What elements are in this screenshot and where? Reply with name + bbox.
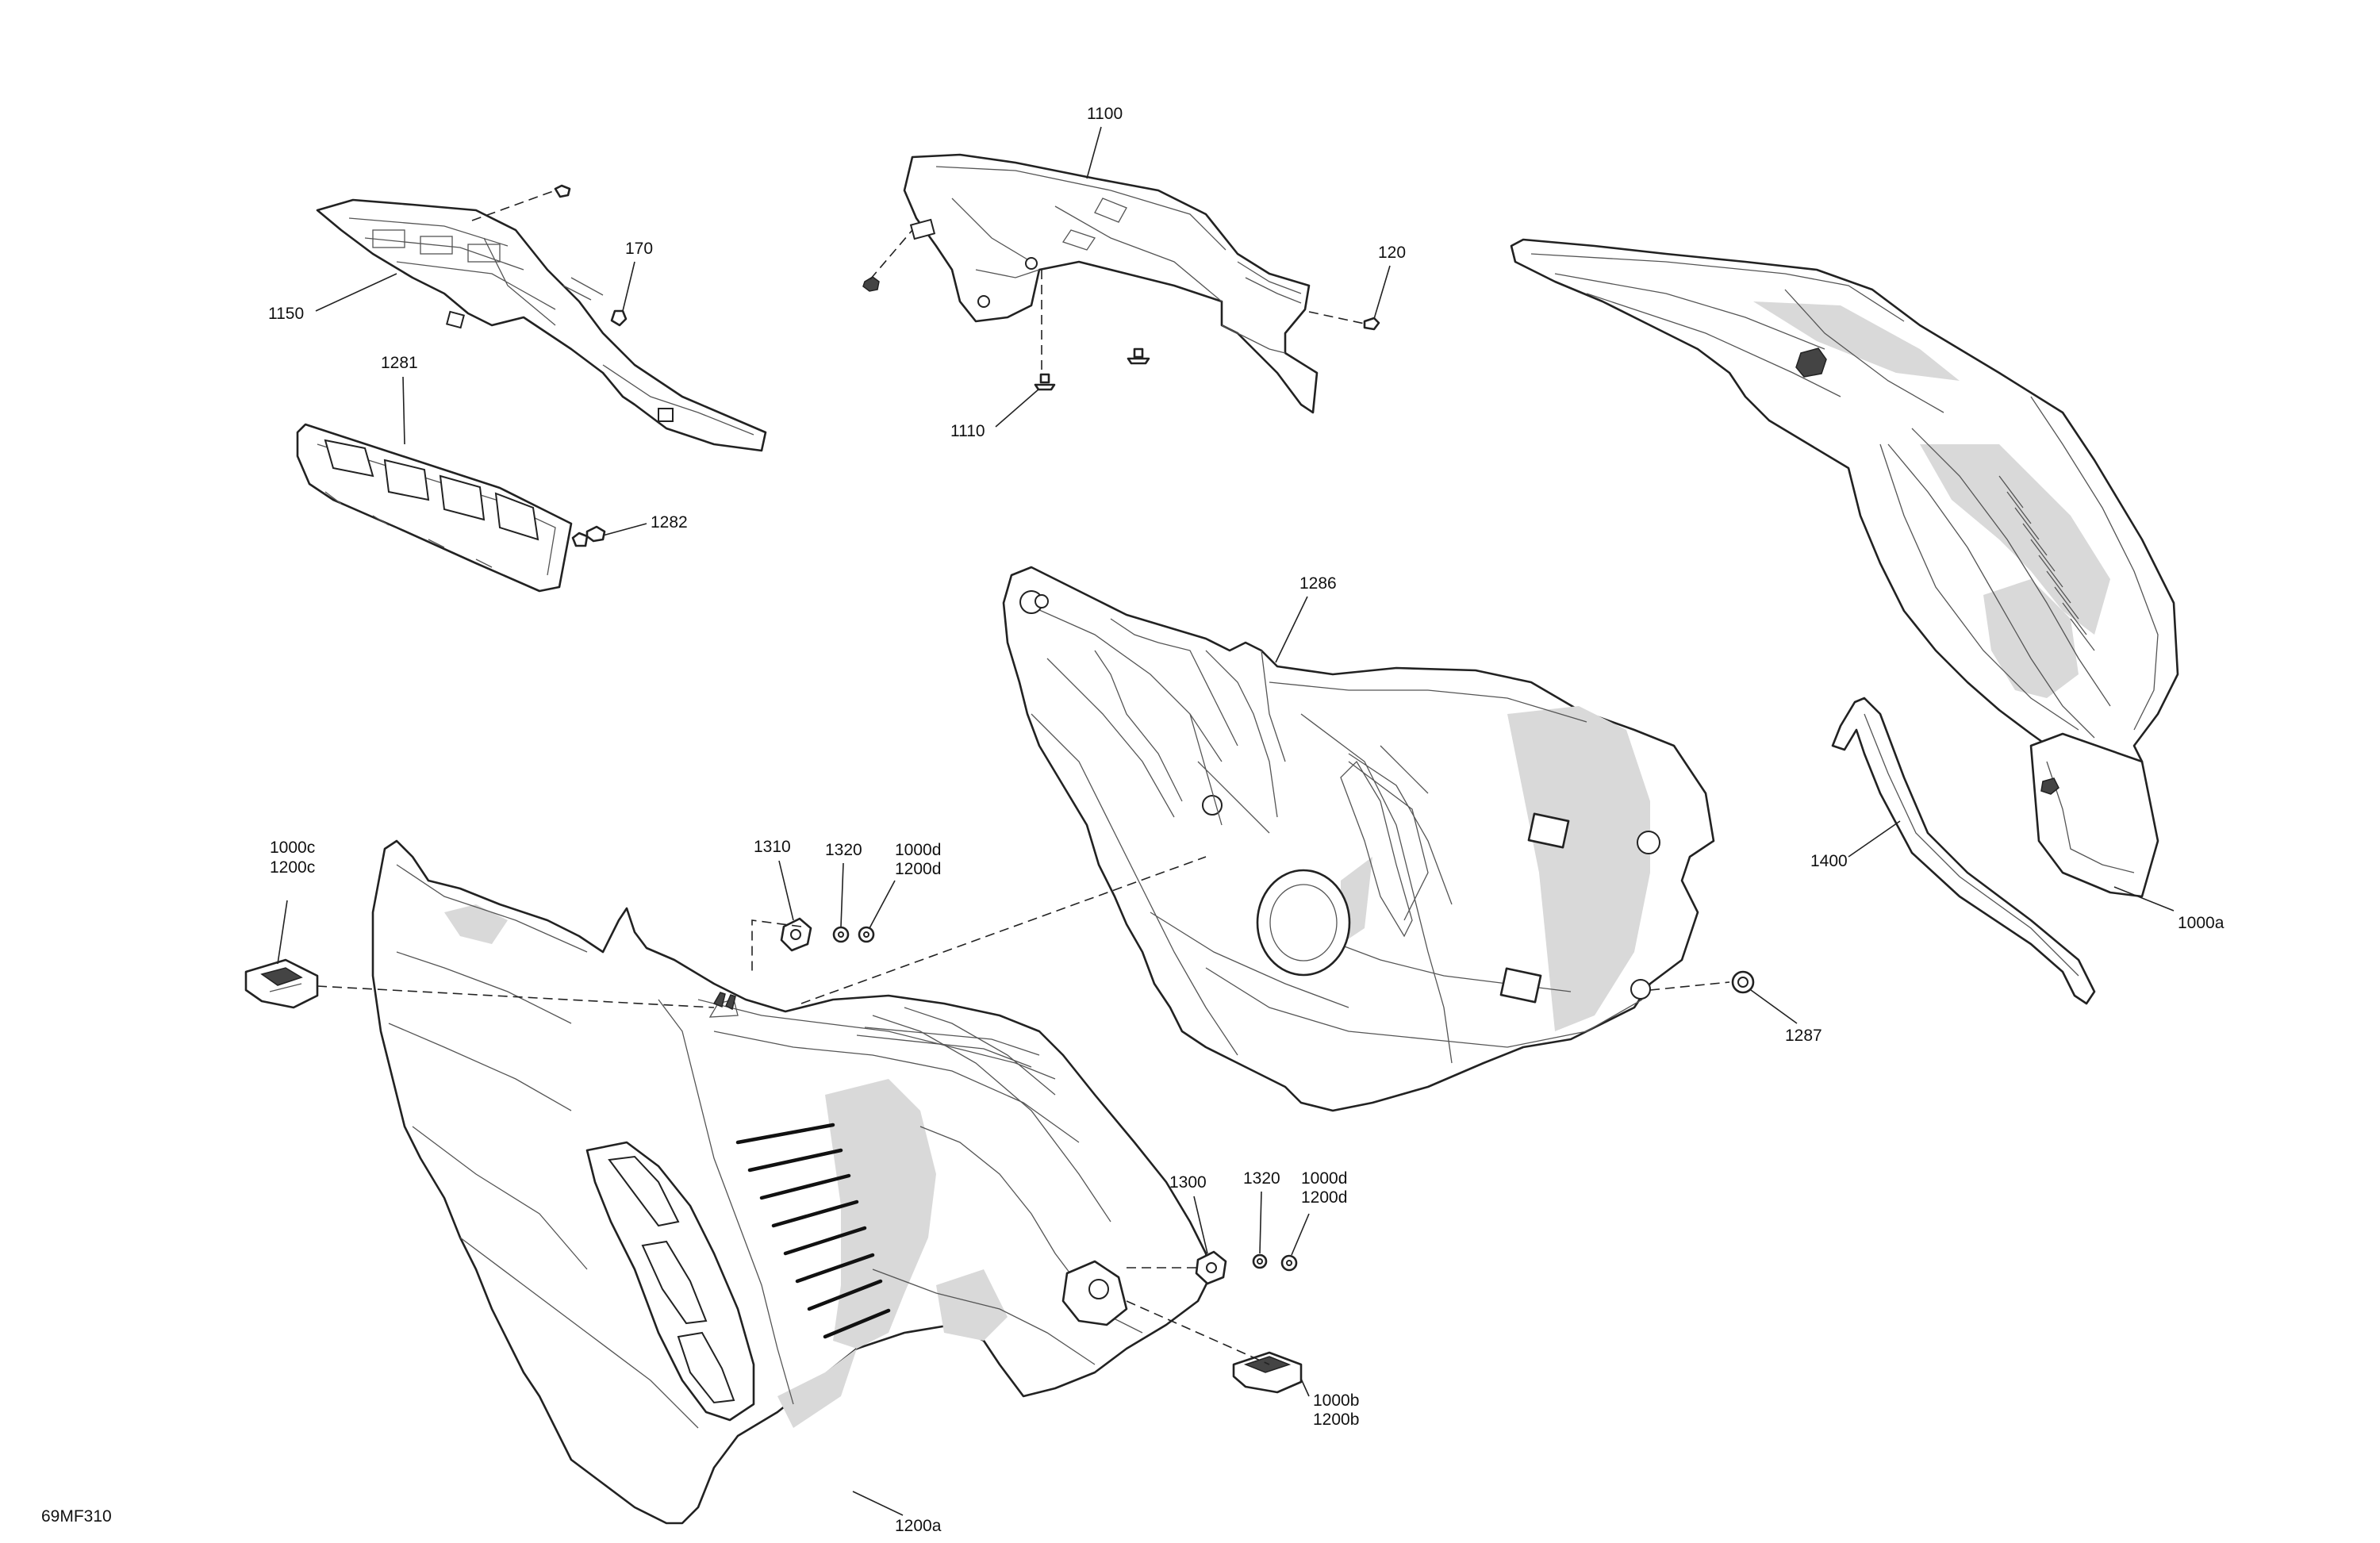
part-1300-nut	[1195, 1250, 1227, 1285]
callout-1200d-lower: 1200d	[1301, 1188, 1347, 1207]
callout-1200c: 1200c	[270, 858, 315, 877]
callout-120: 120	[1378, 244, 1406, 262]
part-1282-screw	[585, 525, 606, 543]
part-1400-trim-strip	[1831, 697, 2096, 1005]
callout-170: 170	[625, 240, 653, 258]
part-1000d-screw-a	[858, 926, 875, 943]
callout-1000a: 1000a	[2178, 914, 2225, 932]
screw-fasteners-1100	[862, 276, 1380, 391]
part-1320-washer-a	[832, 926, 850, 943]
part-1287-grommet	[1731, 970, 1755, 994]
part-1000a-right-side-panel	[1510, 238, 2179, 898]
callout-1400: 1400	[1810, 852, 1848, 870]
part-1000d-screw-b	[1280, 1254, 1298, 1272]
part-1100-upper-console	[903, 153, 1319, 414]
callout-1100: 1100	[1087, 105, 1123, 123]
part-1281-grille-insert	[296, 423, 573, 593]
callout-1150: 1150	[268, 305, 304, 323]
callouts: 1100 1150 170 120 1110 1281 1282 1286 12…	[268, 105, 2225, 1535]
callout-1200d-upper: 1200d	[895, 860, 941, 878]
callout-1200b: 1200b	[1313, 1411, 1359, 1429]
callout-1000c: 1000c	[270, 839, 315, 857]
part-1286-inner-panel	[1002, 566, 1715, 1112]
callout-1300: 1300	[1169, 1173, 1207, 1192]
callout-1320-upper: 1320	[825, 841, 862, 859]
part-1310-nut	[780, 917, 812, 952]
assembly-dashed-lines	[317, 190, 1730, 1365]
part-1000b-clip	[1232, 1351, 1303, 1394]
drawing-code: 69MF310	[41, 1507, 112, 1526]
part-1200a-front-left-panel	[371, 839, 1211, 1525]
callout-1310: 1310	[754, 838, 791, 856]
callout-1200a: 1200a	[895, 1517, 942, 1535]
callout-1287: 1287	[1785, 1027, 1822, 1045]
part-1320-washer-b	[1252, 1253, 1268, 1269]
callout-1282: 1282	[651, 513, 688, 532]
fasteners-1150	[554, 184, 628, 547]
part-1000c-clip	[244, 958, 319, 1009]
part-1150-upper-bracket	[316, 198, 767, 452]
callout-1281: 1281	[381, 354, 418, 372]
callout-1110: 1110	[950, 422, 985, 440]
callout-1320-lower: 1320	[1243, 1169, 1280, 1188]
callout-1286: 1286	[1299, 574, 1337, 593]
callout-1000d-upper: 1000d	[895, 841, 941, 859]
callout-1000b: 1000b	[1313, 1391, 1359, 1410]
callout-1000d-lower: 1000d	[1301, 1169, 1347, 1188]
